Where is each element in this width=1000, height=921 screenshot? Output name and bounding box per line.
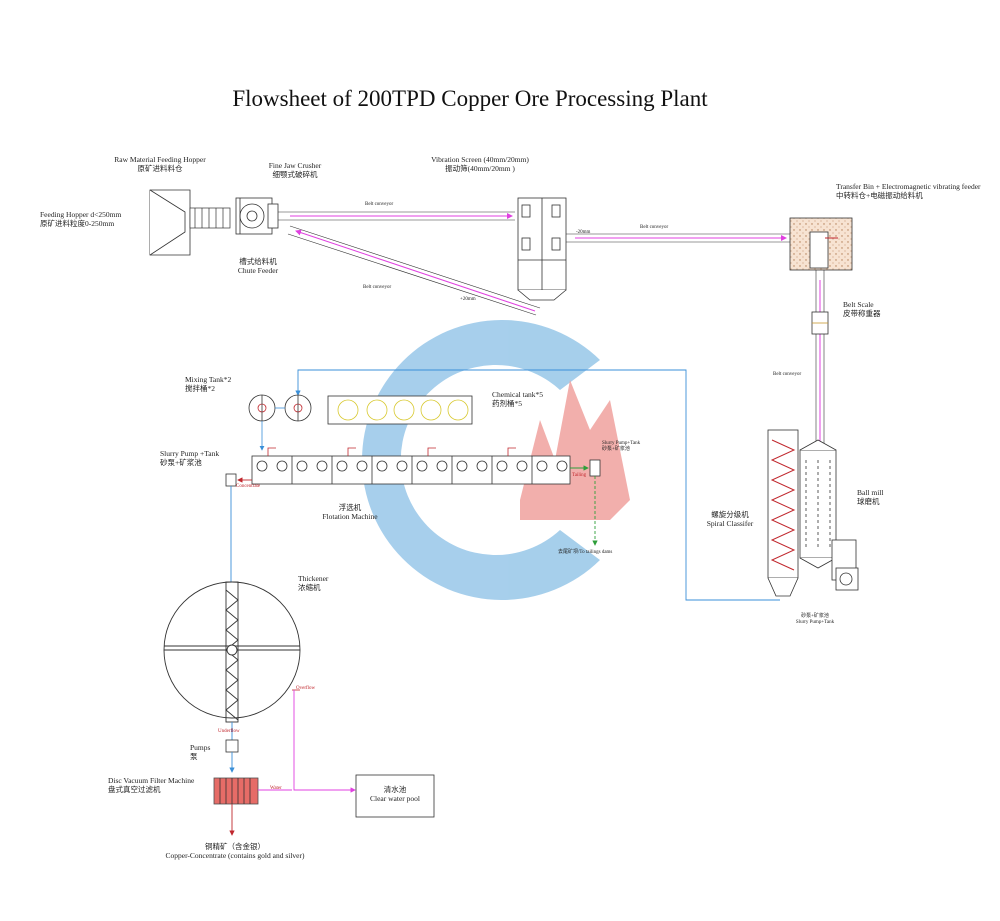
thickener xyxy=(163,581,301,723)
slurry-pump-left xyxy=(225,473,237,487)
belt-scale xyxy=(811,311,829,335)
transfer-bin-label: Transfer Bin + Electromagnetic vibrating… xyxy=(836,182,981,200)
pump xyxy=(225,739,239,753)
overflow-tag: Overflow xyxy=(296,686,316,691)
belt-conveyor-1-label: Belt conveyor xyxy=(365,202,394,207)
flotation-machine xyxy=(251,447,571,485)
transfer-bin xyxy=(789,217,853,271)
slurry-return-line xyxy=(295,369,780,601)
underflow-tag: Underflow xyxy=(218,729,240,734)
belt-conveyor-4-label: Belt conveyor xyxy=(773,372,802,377)
raw-material-hopper xyxy=(149,189,191,256)
plus20-label: +20mm xyxy=(460,297,476,302)
tailings-label: 去尾矿坝/To tailings dams xyxy=(558,550,613,555)
tailing-tag: Tailing xyxy=(572,473,587,478)
disc-vacuum-filter xyxy=(213,777,259,805)
spiral-classifier xyxy=(767,429,799,597)
water-tag: Water xyxy=(270,786,282,791)
jaw-crusher xyxy=(235,197,279,235)
belt-conveyor-2-label: Belt conveyor xyxy=(363,285,392,290)
belt-conveyor-3-label: Belt conveyor xyxy=(640,225,669,230)
vibration-screen-label: Vibration Screen (40mm/20mm)振动筛(40mm/20m… xyxy=(431,155,529,173)
chute-feeder xyxy=(189,207,231,229)
ball-mill xyxy=(799,439,859,591)
belt-conveyor-2 xyxy=(289,225,541,309)
concentrate-tag: Concentrate xyxy=(236,484,261,489)
clear-water-pool xyxy=(355,774,435,818)
slurry-pump-mid xyxy=(589,459,601,477)
vibration-screen xyxy=(517,197,567,301)
company-logo-watermark xyxy=(362,320,630,600)
minus20-label: -20mm xyxy=(576,230,591,235)
page-title: Flowsheet of 200TPD Copper Ore Processin… xyxy=(232,86,708,111)
chemical-tanks xyxy=(327,395,473,425)
copper-concentrate-label: 铜精矿（含金银）Copper-Concentrate (contains gol… xyxy=(165,842,305,860)
